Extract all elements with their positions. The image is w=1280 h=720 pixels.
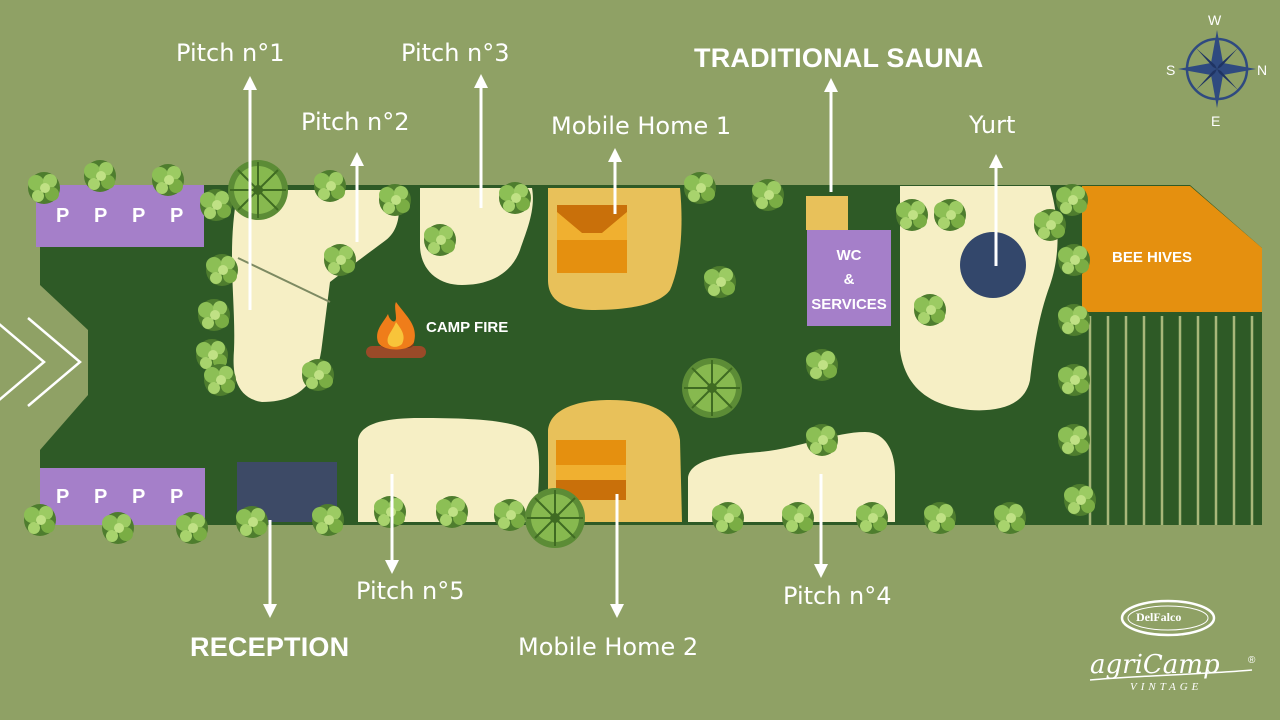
- parking-label: P: [56, 205, 70, 227]
- services-label: SERVICES: [811, 296, 887, 313]
- parking-label: P: [132, 205, 146, 227]
- compass-rose-icon: [1178, 30, 1256, 108]
- pitch-3-area: [420, 188, 533, 285]
- compass-n: N: [1257, 62, 1268, 78]
- parking-label: P: [170, 205, 184, 227]
- wc-label: WC: [836, 247, 862, 264]
- parking-label: P: [94, 486, 108, 508]
- pitch-5-area: [358, 418, 540, 522]
- pitch-1-label: Pitch n°1: [176, 39, 285, 67]
- mobile-home-2-label: Mobile Home 2: [518, 633, 699, 661]
- mobile-home-1-label: Mobile Home 1: [551, 112, 732, 140]
- logo-badge: [1089, 599, 1253, 681]
- entrance-chevrons-icon: [0, 317, 82, 407]
- bee-hives-label: BEE HIVES: [1111, 249, 1193, 266]
- parking-lot-top: [36, 185, 204, 247]
- logo-name: agriCamp: [1090, 650, 1220, 680]
- pitch-1-divider: [237, 257, 331, 303]
- yurt: [960, 232, 1026, 298]
- compass-e: E: [1211, 113, 1221, 129]
- logo-brand: DelFalco: [1136, 610, 1182, 624]
- pitch-3-label: Pitch n°3: [401, 39, 510, 67]
- pitch-4-area: [688, 432, 895, 522]
- wc-ampersand: &: [843, 271, 855, 288]
- logo-tag: VINTAGE: [1130, 681, 1203, 693]
- bee-hives-area: [1082, 186, 1262, 312]
- compass-w: W: [1208, 12, 1222, 28]
- compass-s: S: [1166, 62, 1176, 78]
- yurt-label: Yurt: [969, 111, 1016, 139]
- camp-fire-label: CAMP FIRE: [426, 319, 509, 336]
- pitch-2-label: Pitch n°2: [301, 108, 410, 136]
- camp-fire-icon: [366, 302, 426, 358]
- parking-label: P: [56, 486, 70, 508]
- pitch-5-label: Pitch n°5: [356, 577, 465, 605]
- logo-registered: ®: [1248, 655, 1256, 666]
- sauna-building: [806, 196, 848, 230]
- parking-label: P: [132, 486, 146, 508]
- reception-label: RECEPTION: [190, 632, 350, 662]
- parking-label: P: [170, 486, 184, 508]
- parking-label: P: [94, 205, 108, 227]
- yurt-area: [900, 186, 1058, 411]
- field-rows: [1088, 316, 1254, 525]
- wc-services-building: [807, 230, 891, 326]
- pointer-arrows: [243, 74, 1003, 618]
- pitch-4-label: Pitch n°4: [783, 582, 892, 610]
- sauna-label: TRADITIONAL SAUNA: [694, 43, 984, 73]
